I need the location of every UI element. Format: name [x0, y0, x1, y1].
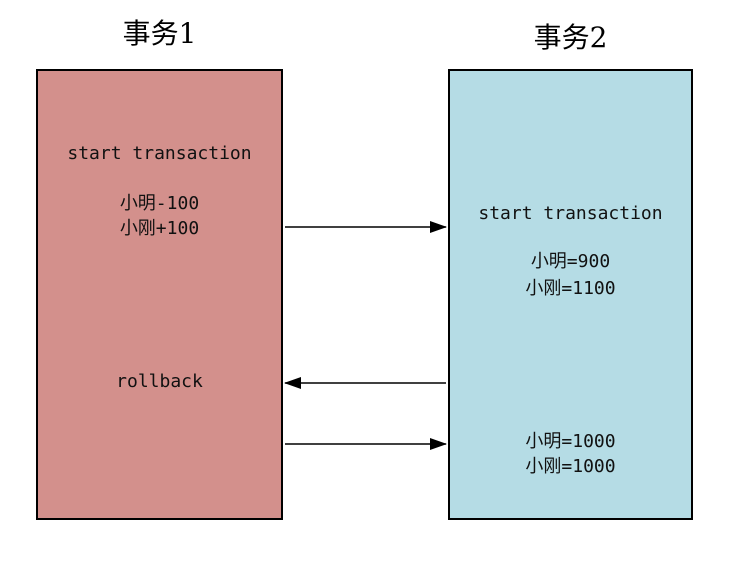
tx2-start-transaction-text: start transaction — [478, 203, 663, 224]
tx1-xiaogang-plus-100-text: 小刚+100 — [119, 218, 200, 239]
tx2-xiaogang-1100-text: 小刚=1100 — [525, 278, 616, 299]
tx2-xiaogang-1000-text: 小刚=1000 — [525, 456, 616, 477]
tx1-xiaoming-minus-100-text: 小明-100 — [119, 193, 200, 214]
tx1-rollback-text: rollback — [116, 371, 203, 392]
tx2-xiaoming-1000-text: 小明=1000 — [525, 431, 616, 452]
tx2-xiaoming-900-text: 小明=900 — [530, 251, 611, 272]
tx1-start-transaction-text: start transaction — [67, 143, 252, 164]
transaction1-box: start transaction 小明-100 小刚+100 rollback — [36, 69, 283, 520]
transaction1-title: 事务1 — [122, 17, 197, 50]
transaction2-title: 事务2 — [533, 21, 608, 54]
transaction2-box: start transaction 小明=900 小刚=1100 小明=1000… — [448, 69, 693, 520]
